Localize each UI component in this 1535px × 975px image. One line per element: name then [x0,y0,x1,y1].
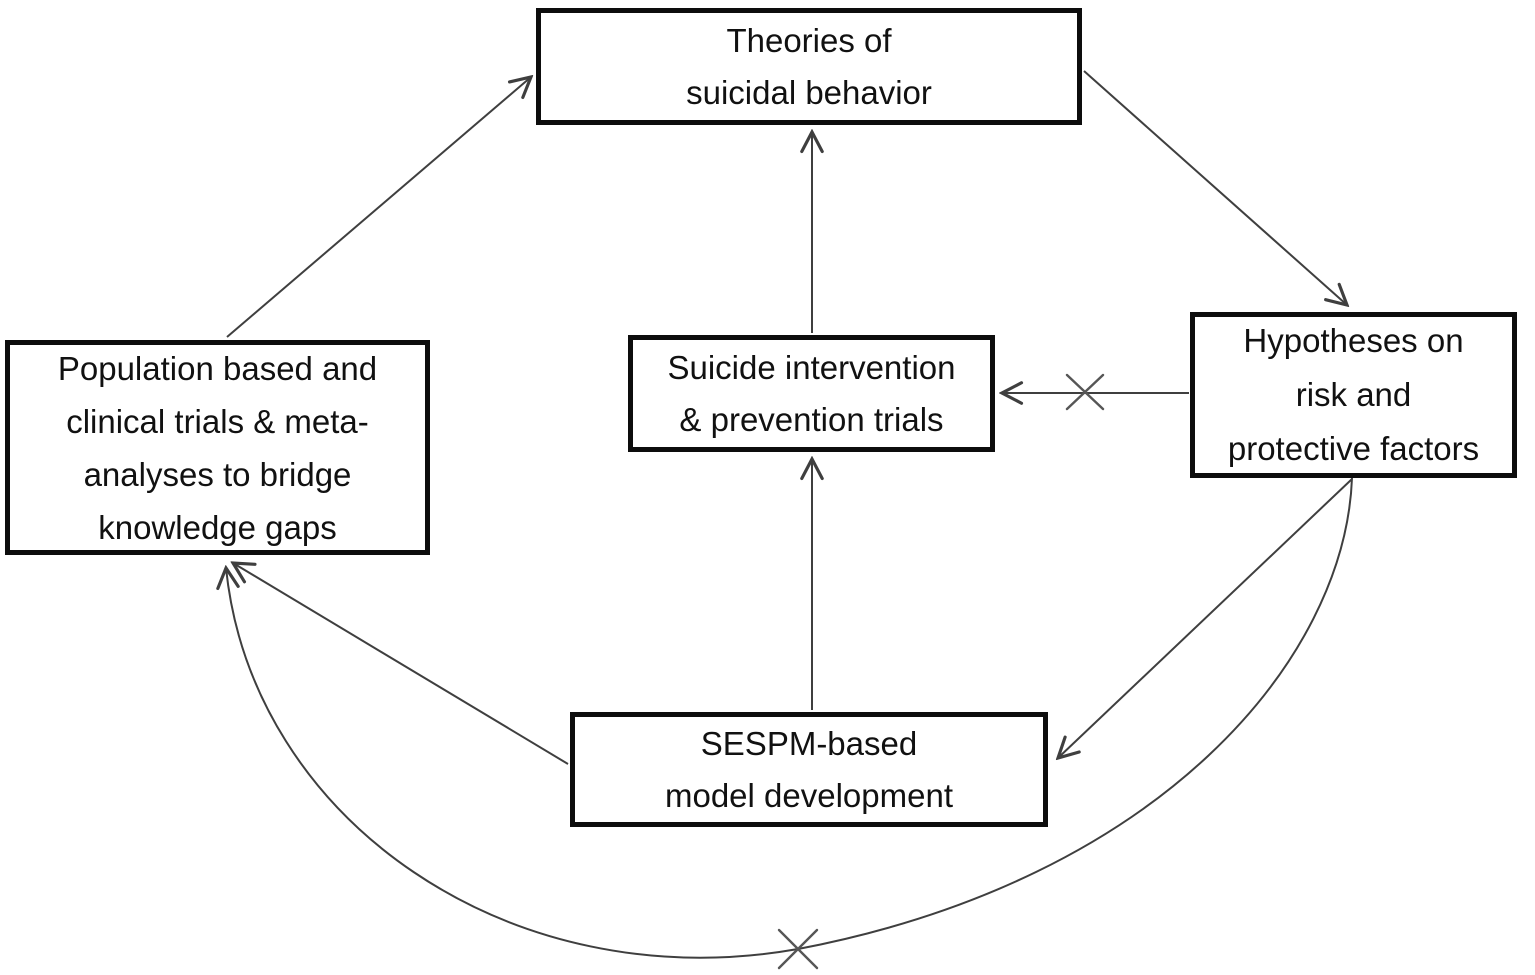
box-suicide-intervention-prevention-trials: Suicide intervention & prevention trials [628,335,995,452]
x-crossed-out-icon [777,928,819,970]
box-hypotheses-line: Hypotheses on [1243,322,1464,359]
box-sespm-based-model-development: SESPM-based model development [570,712,1048,827]
edge-hypotheses-to-sespm [1058,478,1353,758]
box-hypotheses-line: risk and [1295,376,1412,413]
box-population-based-clinical-trials: Population based and clinical trials & m… [5,340,430,555]
edge-theories-to-hypotheses [1083,70,1347,305]
box-intervention-line: Suicide intervention [667,348,956,386]
x-crossed-out-icon [1065,373,1105,411]
edge-sespm-to-population [233,563,569,765]
box-hypotheses-on-risk-protective-factors: Hypotheses on risk and protective factor… [1190,312,1517,478]
edge-population-to-theories [226,77,531,338]
box-theories-of-suicidal-behavior: Theories of suicidal behavior [536,8,1082,125]
box-intervention-line: & prevention trials [679,400,944,438]
box-population-line: knowledge gaps [98,508,337,546]
box-theories-line: suicidal behavior [686,73,932,111]
box-sespm-line: SESPM-based [700,724,918,762]
box-population-line: clinical trials & meta- [66,402,369,440]
box-theories-line: Theories of [726,21,892,59]
box-sespm-line: model development [664,776,953,814]
box-population-line: analyses to bridge [83,455,352,493]
box-population-line: Population based and [57,349,378,387]
box-hypotheses-line: protective factors [1227,430,1480,467]
